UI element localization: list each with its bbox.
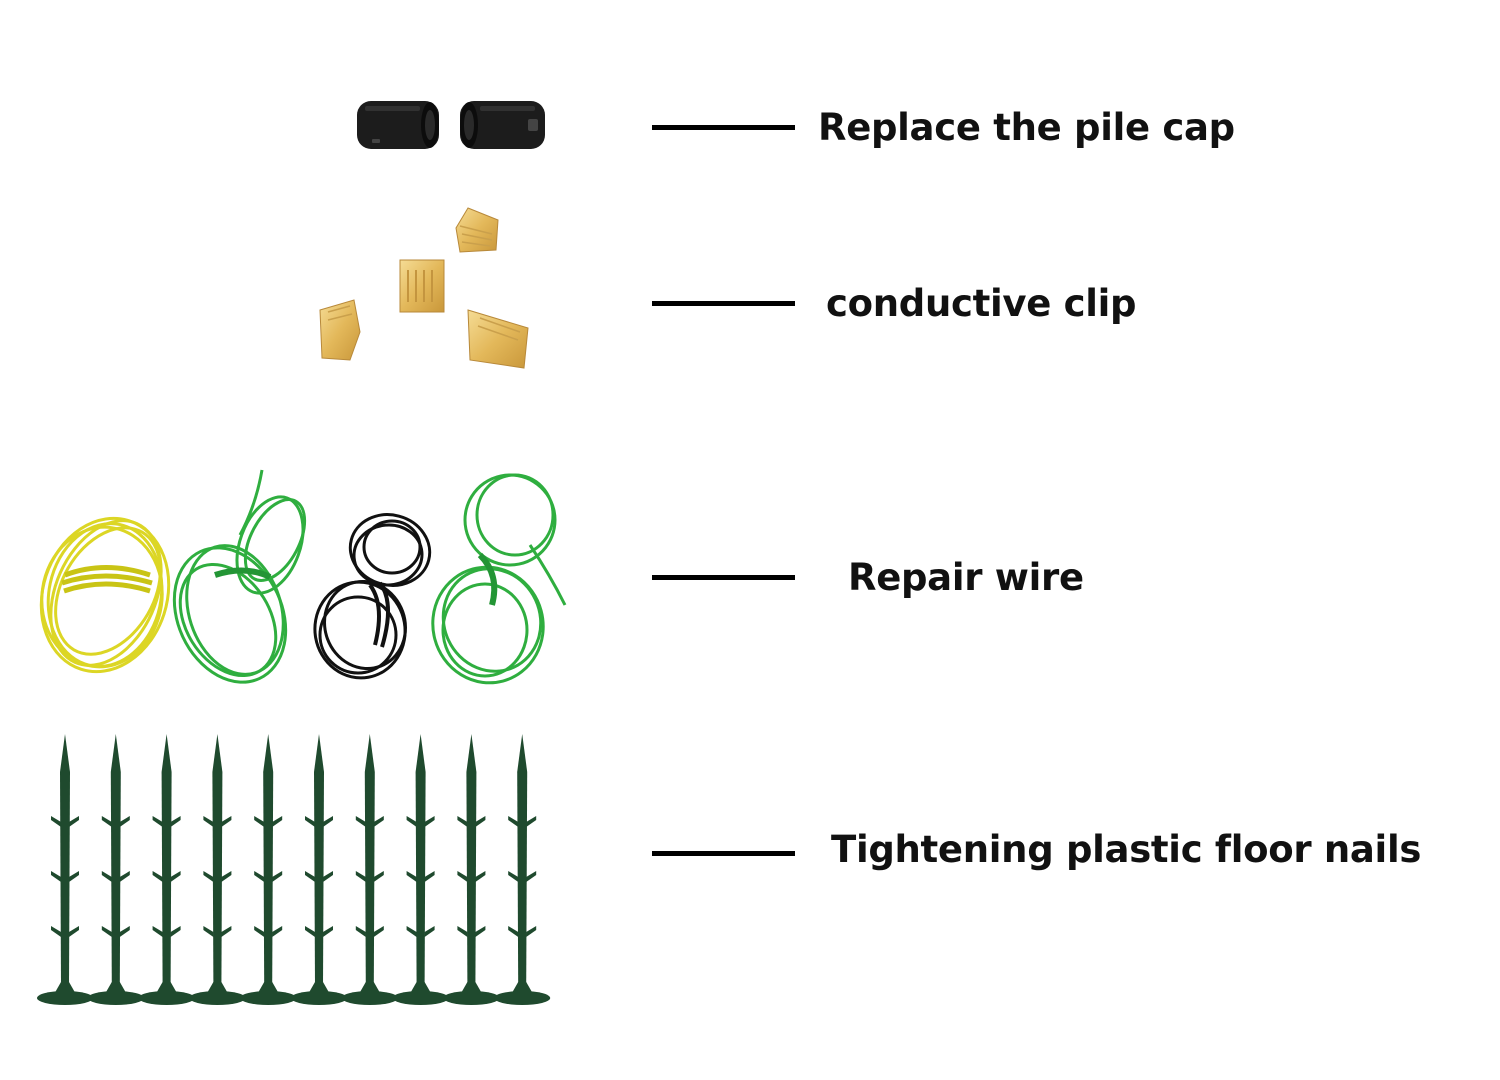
wire-coil-icon bbox=[313, 513, 432, 680]
plastic-stake-icon bbox=[443, 734, 500, 1005]
plastic-stake-icon bbox=[341, 734, 398, 1005]
plastic-stake-icon bbox=[494, 734, 551, 1005]
floor-nail-group bbox=[37, 734, 551, 1005]
plastic-stake-icon bbox=[189, 734, 246, 1005]
conductive-clip-group bbox=[319, 207, 529, 369]
conductive-clip-icon bbox=[319, 299, 361, 361]
pile-cap-icon bbox=[357, 101, 439, 149]
label-repair-wire: Repair wire bbox=[848, 556, 1084, 599]
leader-line-nails bbox=[652, 851, 795, 856]
plastic-stake-icon bbox=[87, 734, 144, 1005]
leader-line-wire bbox=[652, 575, 795, 580]
plastic-stake-icon bbox=[291, 734, 347, 1005]
wire-coil-icon bbox=[431, 473, 567, 685]
plastic-stake-icon bbox=[392, 734, 449, 1005]
wire-coil-icon bbox=[39, 516, 171, 674]
pile-cap-icon bbox=[460, 101, 545, 149]
repair-wire-group bbox=[39, 469, 567, 685]
label-pile-cap: Replace the pile cap bbox=[818, 106, 1235, 149]
conductive-clip-icon bbox=[467, 309, 529, 369]
wire-coil-icon bbox=[172, 469, 307, 684]
conductive-clip-icon bbox=[399, 259, 445, 313]
leader-line-pile-cap bbox=[652, 125, 795, 130]
conductive-clip-icon bbox=[455, 207, 499, 253]
plastic-stake-icon bbox=[240, 734, 297, 1005]
label-floor-nails: Tightening plastic floor nails bbox=[831, 828, 1422, 871]
label-conductive-clip: conductive clip bbox=[826, 282, 1137, 325]
leader-line-clip bbox=[652, 301, 795, 306]
pile-cap-group bbox=[357, 101, 545, 149]
plastic-stake-icon bbox=[138, 734, 195, 1005]
plastic-stake-icon bbox=[37, 734, 93, 1005]
